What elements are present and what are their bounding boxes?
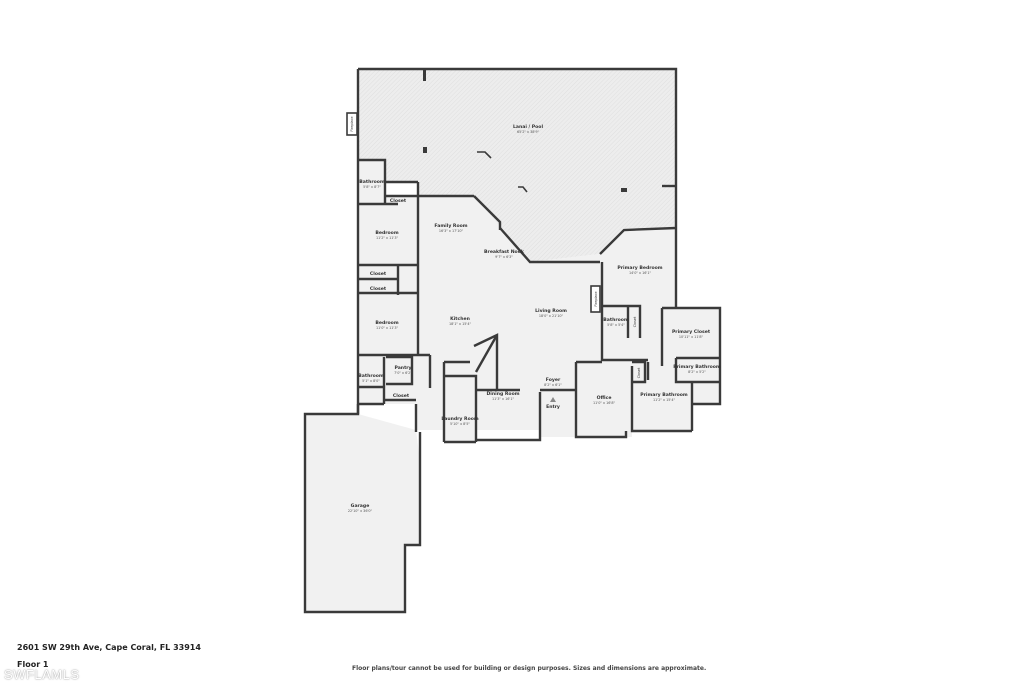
entry-arrow-icon: [550, 397, 556, 402]
room-name-closet-nw: Closet: [390, 198, 407, 204]
room-name-fireplace-living: Fireplace: [594, 291, 598, 306]
room-name-bedroom-2: Bedroom: [375, 320, 398, 326]
room-name-primary-bedroom: Primary Bedroom: [617, 265, 662, 271]
room-dim-lanai: 65'2" x 38'9": [517, 130, 540, 134]
room-dim-dining-room: 11'3" x 16'1": [492, 397, 515, 401]
room-name-garage: Garage: [351, 503, 370, 509]
room-dim-garage: 22'10" x 36'0": [348, 509, 373, 513]
room-name-bathroom-sw: Bathroom: [358, 373, 384, 379]
disclaimer-text: Floor plans/tour cannot be used for buil…: [352, 665, 707, 672]
lanai-area: [346, 67, 678, 262]
room-name-bedroom-1: Bedroom: [375, 230, 398, 236]
room-name-office: Office: [597, 395, 612, 401]
room-labels: Lanai / Pool 65'2" x 38'9" Bathroom 5'8"…: [348, 116, 721, 513]
entry-label: Entry: [546, 404, 560, 410]
room-name-kitchen: Kitchen: [450, 316, 470, 322]
room-dim-bedroom-1: 11'2" x 11'3": [376, 236, 399, 240]
room-name-breakfast-nook: Breakfast Nook: [484, 249, 525, 255]
room-name-lanai: Lanai / Pool: [513, 124, 544, 130]
room-dim-laundry-room: 5'10" x 8'5": [450, 422, 470, 426]
room-name-dining-room: Dining Room: [486, 391, 519, 397]
room-name-closet-mid: Closet: [633, 316, 637, 327]
room-dim-bathroom-nw: 5'8" x 8'7": [363, 185, 381, 189]
floor-label: Floor 1: [17, 660, 49, 669]
room-name-primary-bathroom: Primary Bathroom: [640, 392, 688, 398]
room-name-closet-sw: Closet: [393, 393, 410, 399]
room-dim-primary-bathroom-upper: 8'2" x 5'2": [688, 370, 706, 374]
room-dim-primary-bedroom: 14'0" x 16'1": [629, 271, 652, 275]
room-name-bathroom-nw: Bathroom: [359, 179, 385, 185]
room-name-primary-closet: Primary Closet: [672, 329, 711, 335]
room-dim-bathroom-mid: 5'8" x 5'4": [607, 323, 625, 327]
room-dim-bedroom-2: 11'0" x 11'3": [376, 326, 399, 330]
room-name-living-room: Living Room: [535, 308, 567, 314]
room-name-laundry-room: Laundry Room: [441, 416, 479, 422]
room-name-closet-w1: Closet: [370, 271, 387, 277]
room-name-closet-pb: Closet: [637, 367, 641, 378]
property-address: 2601 SW 29th Ave, Cape Coral, FL 33914: [17, 643, 201, 652]
room-dim-primary-bathroom: 11'2" x 15'4": [653, 398, 676, 402]
room-dim-pantry: 7'0" x 6'2": [394, 371, 412, 375]
room-name-pantry: Pantry: [394, 365, 411, 371]
room-name-family-room: Family Room: [434, 223, 467, 229]
room-name-closet-w2: Closet: [370, 286, 387, 292]
room-dim-foyer: 8'2" x 6'1": [544, 383, 562, 387]
room-dim-living-room: 18'0" x 21'10": [539, 314, 564, 318]
room-name-bathroom-mid: Bathroom: [603, 317, 629, 323]
walls: [303, 158, 722, 614]
mls-watermark: SWFLAMLS: [4, 667, 80, 682]
room-name-foyer: Foyer: [546, 377, 561, 383]
room-name-primary-bathroom-upper: Primary Bathroom: [673, 364, 721, 370]
room-dim-office: 11'0" x 16'8": [593, 401, 616, 405]
room-dim-bathroom-sw: 5'1" x 8'0": [362, 379, 380, 383]
room-name-fireplace-lanai: Fireplace: [350, 116, 354, 131]
room-dim-primary-closet: 10'11" x 11'8": [679, 335, 704, 339]
room-dim-breakfast-nook: 9'7" x 6'3": [495, 255, 513, 259]
room-dim-family-room: 16'3" x 17'10": [439, 229, 464, 233]
room-dim-kitchen: 18'1" x 15'4": [449, 322, 472, 326]
